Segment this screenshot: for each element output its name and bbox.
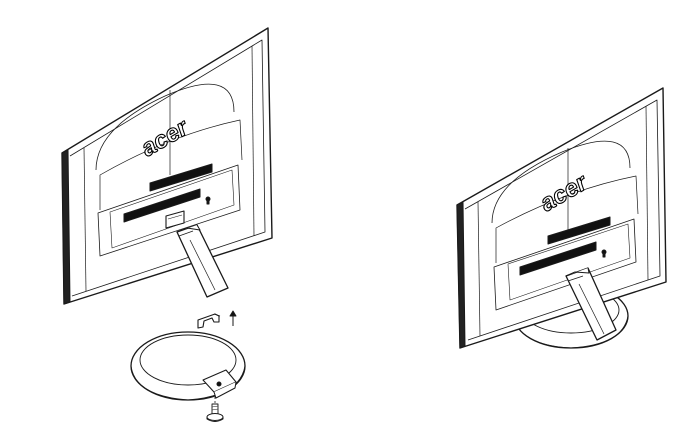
right-port-strip-top (547, 216, 611, 245)
left-stand-slot (165, 210, 185, 229)
left-base-ring (130, 331, 246, 401)
left-monitor: acer (61, 27, 273, 305)
lock-icon (205, 196, 211, 205)
left-port-strip-top (149, 163, 213, 192)
right-monitor: acer (456, 87, 667, 349)
lock-icon (601, 249, 607, 258)
right-stand-neck (565, 267, 617, 341)
up-arrow-icon (229, 310, 237, 326)
left-monitor-body (61, 27, 273, 305)
right-port-strip-bottom (519, 241, 597, 276)
left-stand-neck (176, 224, 229, 298)
left-port-strip-bottom (123, 188, 201, 223)
screw-icon (206, 397, 224, 422)
bracket-clip (197, 313, 221, 329)
